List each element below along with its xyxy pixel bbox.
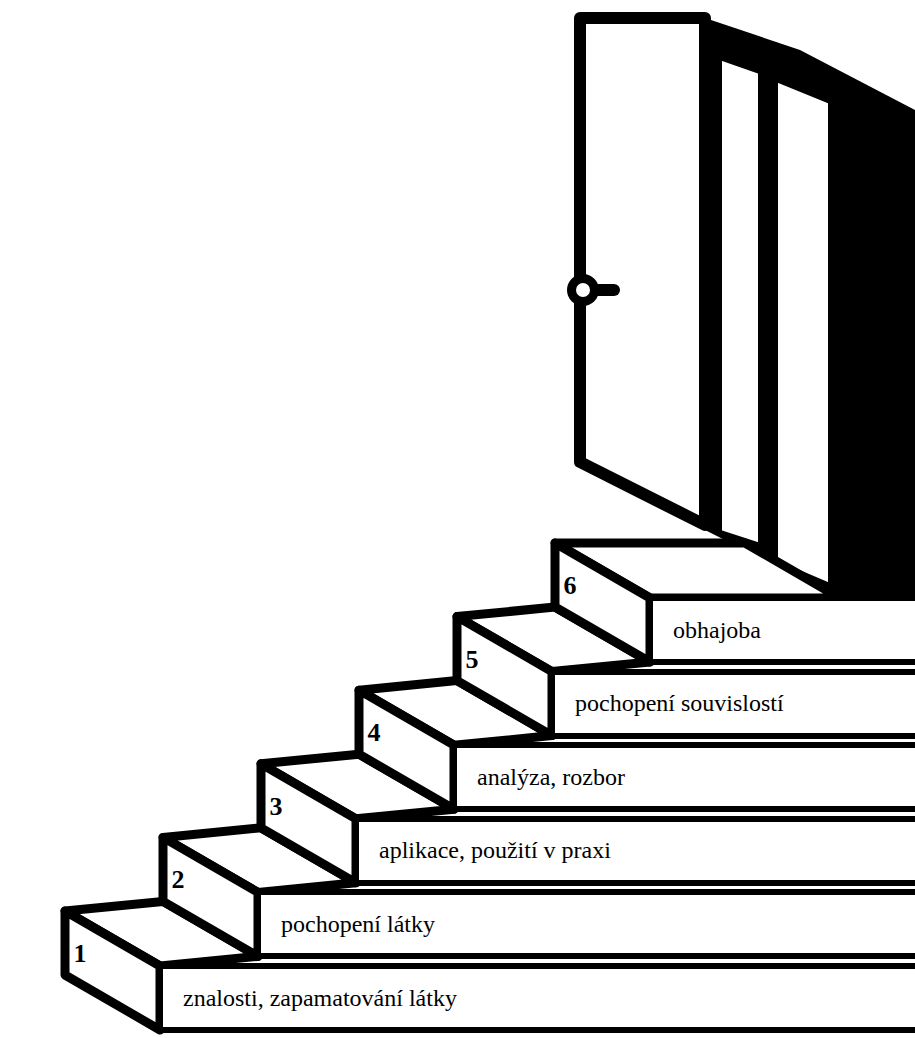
door-knob-hole	[576, 283, 590, 297]
step-label-box: pochopení souvislostí	[549, 669, 915, 739]
step-face	[457, 617, 552, 736]
frame-strip	[776, 80, 830, 585]
step-label: znalosti, zapamatování látky	[163, 985, 457, 1012]
step-face	[359, 690, 454, 809]
callout-number: 5	[466, 647, 479, 673]
step-label-box: analýza, rozbor	[451, 742, 915, 812]
callout-number: 4	[368, 720, 381, 746]
step-face	[163, 837, 258, 956]
callout-number: 2	[172, 867, 185, 893]
callout-number: 3	[270, 794, 283, 820]
step-label: analýza, rozbor	[457, 764, 625, 791]
step-label-box: znalosti, zapamatování látky	[157, 963, 915, 1033]
step-label: obhajoba	[653, 617, 761, 644]
frame-strip	[720, 58, 760, 545]
step-label: pochopení látky	[261, 911, 435, 938]
step-label-box: aplikace, použití v praxi	[353, 816, 915, 886]
callout-number: 6	[564, 573, 577, 599]
step-label: pochopení souvislostí	[555, 690, 784, 717]
step-face	[65, 911, 160, 1030]
door-leaf	[580, 18, 705, 525]
door-knob	[567, 274, 599, 306]
door-group	[567, 18, 915, 598]
step-label: aplikace, použití v praxi	[359, 837, 611, 864]
step-label-box: pochopení látky	[255, 889, 915, 959]
step-face	[261, 764, 356, 883]
step-face	[555, 543, 650, 662]
callout-number: 1	[74, 941, 87, 967]
door-frame-wall	[705, 18, 915, 598]
step-label-box: obhajoba	[647, 595, 915, 665]
